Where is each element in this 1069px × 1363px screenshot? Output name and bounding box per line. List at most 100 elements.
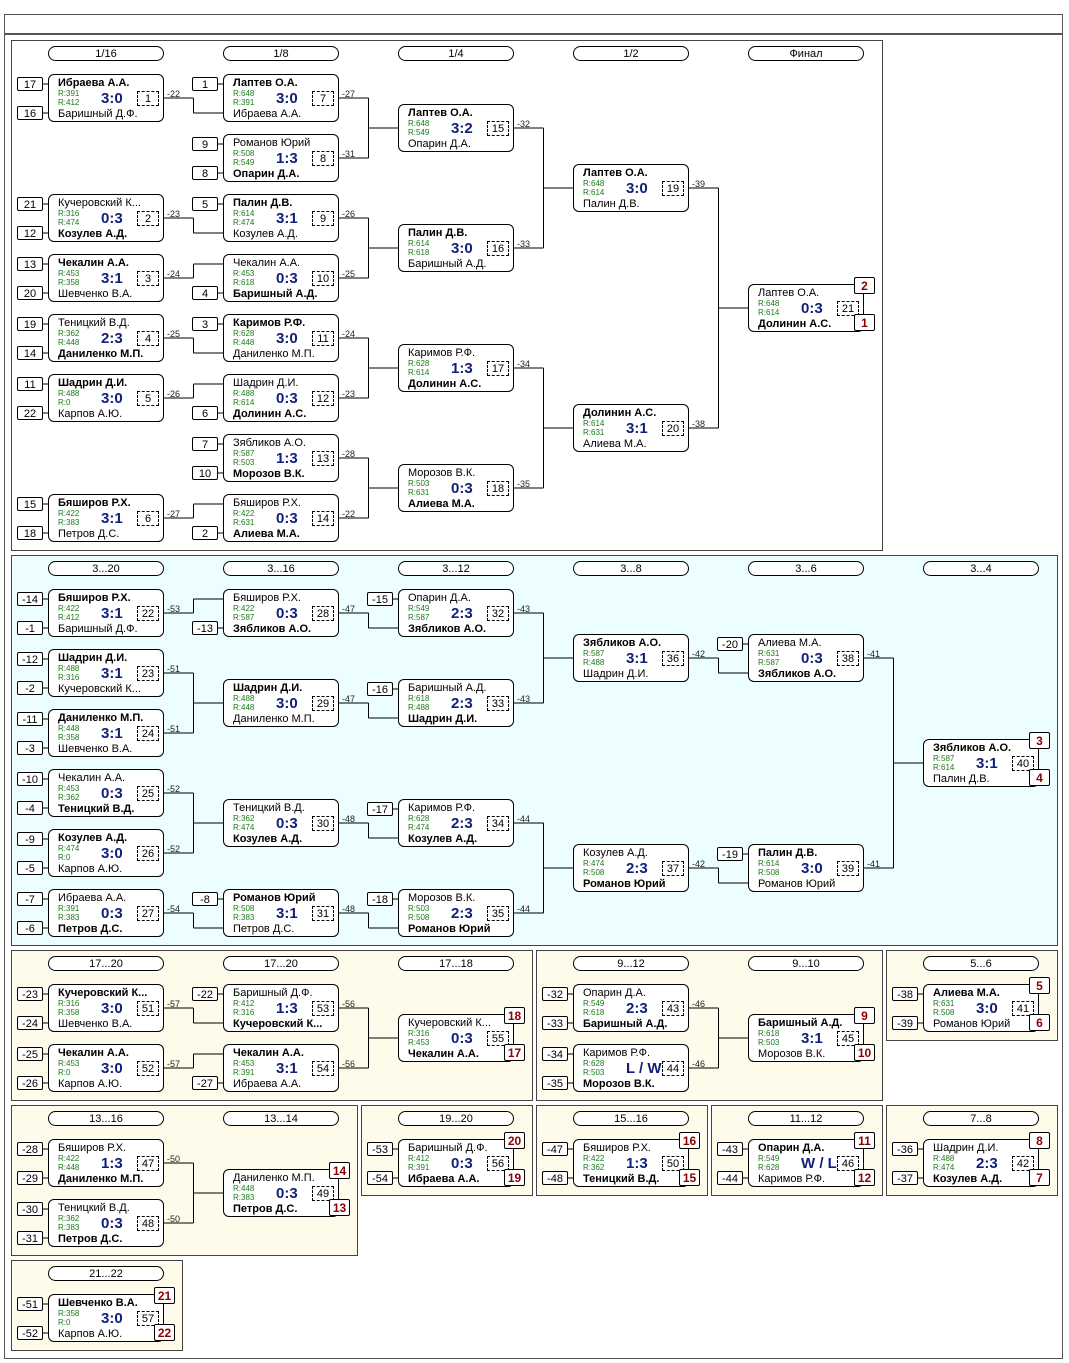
player-1-name: Чекалин А.А. bbox=[58, 257, 129, 269]
seed-box: -54 bbox=[367, 1171, 393, 1185]
player-2-name: Карпов А.Ю. bbox=[58, 1328, 123, 1340]
player-1-rating: R:648 bbox=[583, 179, 605, 188]
player-1-name: Лаптев О.А. bbox=[583, 167, 648, 179]
place-badge: 14 bbox=[329, 1162, 350, 1179]
seed-box: 21 bbox=[17, 197, 43, 211]
seed-box: 18 bbox=[17, 526, 43, 540]
match-number: 12 bbox=[312, 391, 334, 406]
loser-destination-label: -24 bbox=[342, 329, 356, 339]
player-1-rating: R:631 bbox=[933, 999, 955, 1008]
player-1-name: Бяширов Р.Х. bbox=[233, 497, 301, 509]
player-2-rating: R:448 bbox=[58, 1163, 80, 1172]
seed-box: -4 bbox=[17, 801, 43, 815]
seed-box: 1 bbox=[192, 77, 218, 91]
player-2-rating: R:453 bbox=[408, 1038, 430, 1047]
loser-destination-label: -57 bbox=[167, 1059, 181, 1069]
place-badge: 22 bbox=[154, 1324, 175, 1341]
seed-box: 2 bbox=[192, 526, 218, 540]
player-2-rating: R:508 bbox=[758, 868, 780, 877]
match-score: 3:0 bbox=[101, 1000, 123, 1017]
match-score: 0:3 bbox=[801, 650, 823, 667]
match-score: 1:3 bbox=[276, 1000, 298, 1017]
match-number: 44 bbox=[662, 1061, 684, 1076]
player-2-rating: R:474 bbox=[58, 218, 80, 227]
loser-destination-label: -42 bbox=[692, 859, 706, 869]
seed-box: -16 bbox=[367, 682, 393, 696]
player-2-rating: R:358 bbox=[58, 733, 80, 742]
match-score: 0:3 bbox=[101, 785, 123, 802]
player-2-name: Морозов В.К. bbox=[233, 468, 305, 480]
loser-destination-label: -23 bbox=[167, 209, 181, 219]
seed-box: 17 bbox=[17, 77, 43, 91]
player-2-name: Палин Д.В. bbox=[933, 773, 990, 785]
player-1-name: Лаптев О.А. bbox=[758, 287, 820, 299]
match-number: 20 bbox=[662, 421, 684, 436]
seed-box: -12 bbox=[17, 652, 43, 666]
loser-destination-label: -41 bbox=[867, 649, 881, 659]
seed-box: -53 bbox=[367, 1142, 393, 1156]
loser-destination-label: -32 bbox=[517, 119, 531, 129]
loser-destination-label: -38 bbox=[692, 419, 706, 429]
player-1-rating: R:587 bbox=[583, 649, 605, 658]
player-2-name: Теницкий В.Д. bbox=[58, 803, 135, 815]
player-1-rating: R:316 bbox=[408, 1029, 430, 1038]
